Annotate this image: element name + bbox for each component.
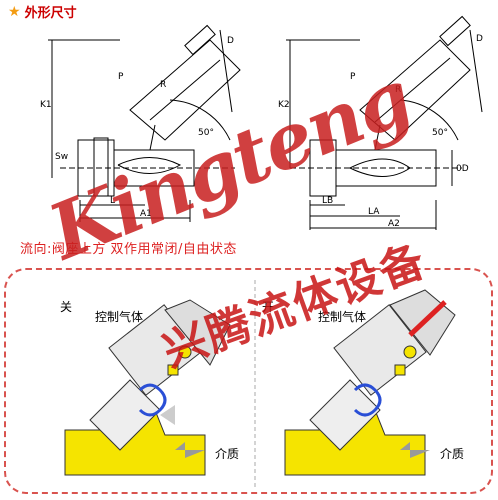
cutaway-panel [4,268,493,494]
dim-k2: K2 [278,100,290,110]
state-closed-label: 关 [60,300,73,314]
valve-drawing-right [286,15,483,230]
control-gas-closed: 控制气体 [95,310,144,324]
dim-la: LA [368,207,380,217]
dim-od: 0D [456,164,469,174]
dim-angle-left: 50° [198,128,214,138]
medium-closed: 介质 [215,447,240,461]
dim-p-right: P [350,72,356,82]
dim-sw: Sw [55,152,69,162]
dim-d-left: D [227,36,234,46]
technical-drawing [48,15,483,230]
section-title: 外形尺寸 [24,6,77,21]
star-icon: ★ [8,3,21,20]
dim-lb: LB [322,196,334,206]
dim-r-left: R [160,80,167,90]
dim-l: L [110,196,116,206]
state-open-label: 开 [262,300,275,314]
dim-a1: A1 [140,209,152,219]
valve-cutaway-open [284,289,456,476]
dim-d-right: D [476,34,483,44]
dim-r-right: R [395,85,402,95]
control-gas-open: 控制气体 [318,310,367,324]
dim-a2: A2 [388,219,400,229]
flow-caption: 流向:阀座上方 双作用常闭/自由状态 [20,242,237,257]
dim-k1: K1 [40,100,52,110]
medium-open: 介质 [440,447,465,461]
valve-cutaway-closed [64,299,231,476]
section-header: ★ 外形尺寸 [8,2,77,22]
dim-angle-right: 50° [432,128,448,138]
dim-p-left: P [118,72,124,82]
valve-drawing-left [48,24,241,222]
